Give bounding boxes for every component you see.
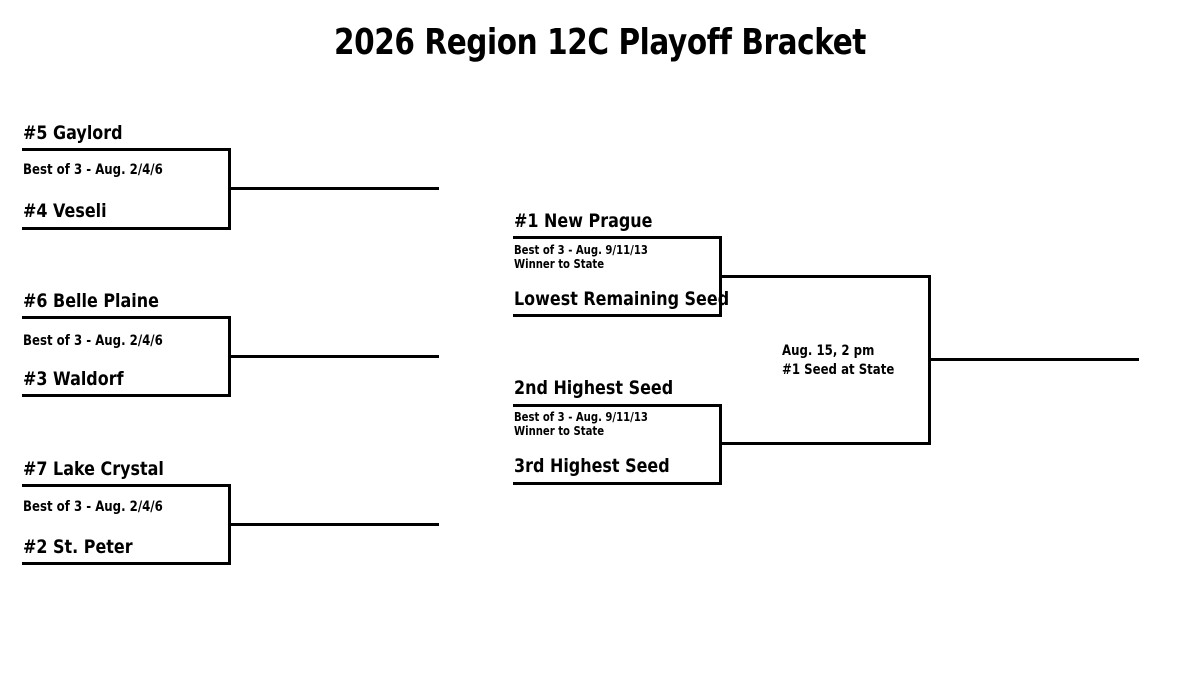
qf2-winner-line bbox=[228, 355, 439, 358]
sf1-note-line2: Winner to State bbox=[514, 257, 605, 271]
qf2-bottom-team: #3 Waldorf bbox=[23, 368, 124, 390]
sf2-bottom-team: 3rd Highest Seed bbox=[514, 455, 670, 477]
qf3-top-team: #7 Lake Crystal bbox=[23, 458, 164, 480]
qf3-note: Best of 3 - Aug. 2/4/6 bbox=[23, 499, 163, 515]
bracket-title: 2026 Region 12C Playoff Bracket bbox=[333, 22, 867, 63]
qf1-bottom-line bbox=[22, 227, 231, 230]
qf3-winner-line bbox=[228, 523, 439, 526]
sf1-winner-line bbox=[719, 275, 931, 278]
final-winner-line bbox=[928, 358, 1139, 361]
qf2-top-team: #6 Belle Plaine bbox=[23, 290, 159, 312]
qf1-top-team: #5 Gaylord bbox=[23, 122, 123, 144]
sf1-bottom-team: Lowest Remaining Seed bbox=[514, 288, 730, 310]
sf2-top-team: 2nd Highest Seed bbox=[514, 377, 674, 399]
qf3-bottom-line bbox=[22, 562, 231, 565]
sf1-top-line bbox=[513, 236, 722, 239]
qf3-bottom-team: #2 St. Peter bbox=[23, 536, 133, 558]
qf1-note: Best of 3 - Aug. 2/4/6 bbox=[23, 162, 163, 178]
sf1-note-line1: Best of 3 - Aug. 9/11/13 bbox=[514, 243, 648, 257]
qf1-bottom-team: #4 Veseli bbox=[23, 200, 107, 222]
qf1-winner-line bbox=[228, 187, 439, 190]
qf2-bottom-line bbox=[22, 394, 231, 397]
final-note-line1: Aug. 15, 2 pm bbox=[782, 343, 875, 359]
sf2-note-line1: Best of 3 - Aug. 9/11/13 bbox=[514, 410, 648, 424]
sf2-bottom-line bbox=[513, 482, 722, 485]
sf2-note-line2: Winner to State bbox=[514, 424, 605, 438]
qf2-note: Best of 3 - Aug. 2/4/6 bbox=[23, 333, 163, 349]
qf1-top-line bbox=[22, 148, 231, 151]
sf2-winner-line bbox=[719, 442, 931, 445]
sf1-top-team: #1 New Prague bbox=[514, 210, 653, 232]
sf1-bottom-line bbox=[513, 314, 722, 317]
qf3-top-line bbox=[22, 484, 231, 487]
sf2-top-line bbox=[513, 404, 722, 407]
final-note-line2: #1 Seed at State bbox=[782, 362, 895, 378]
qf2-top-line bbox=[22, 316, 231, 319]
